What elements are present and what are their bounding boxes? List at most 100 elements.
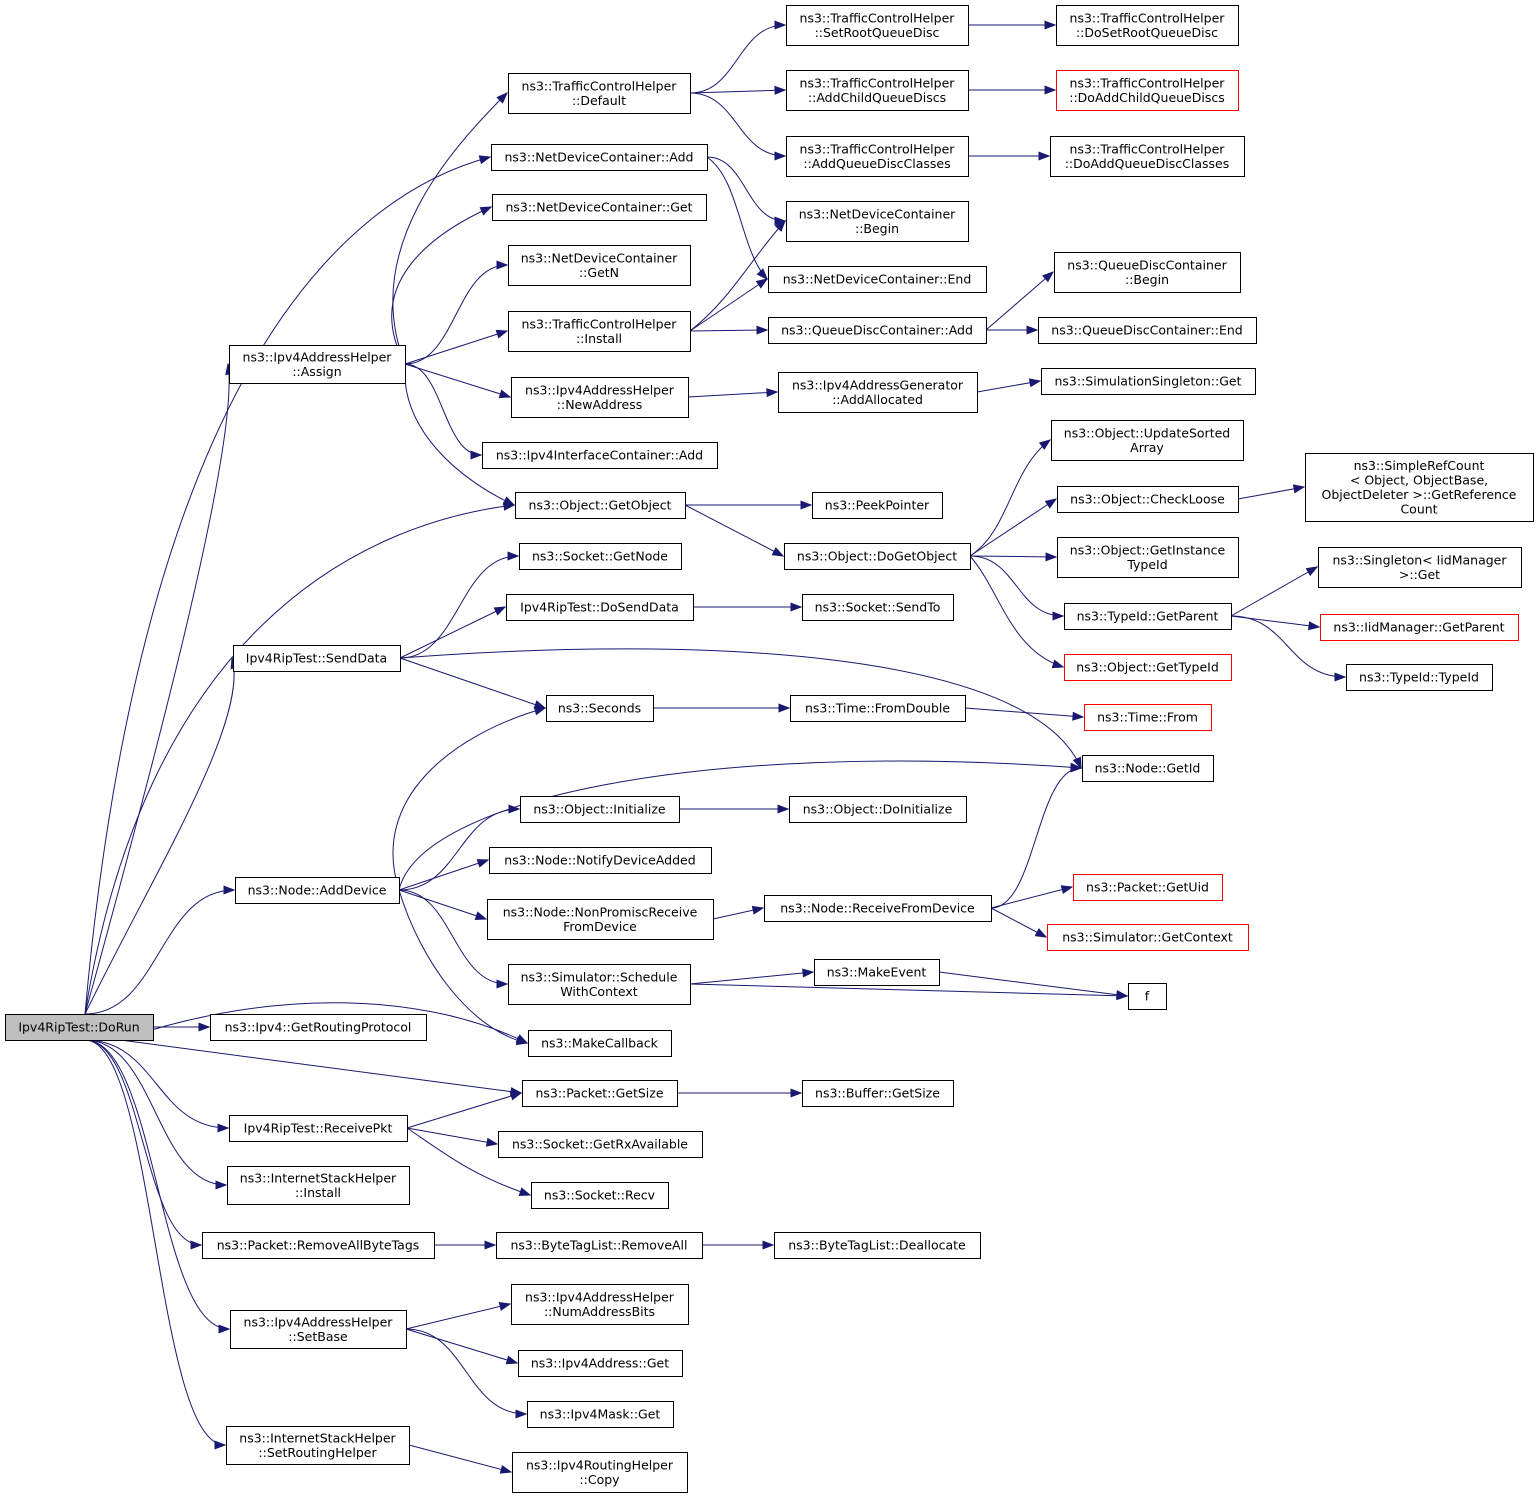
node-time-fromdouble[interactable]: ns3::Time::FromDouble (790, 695, 966, 722)
node-peekpointer[interactable]: ns3::PeekPointer (812, 492, 943, 519)
node-node-getid[interactable]: ns3::Node::GetId (1082, 755, 1214, 782)
node-typeid-typeid[interactable]: ns3::TypeId::TypeId (1346, 664, 1493, 691)
arrowhead (1044, 20, 1057, 30)
edge-tch-install-to-ndc-end (689, 278, 769, 332)
node-tch-install[interactable]: ns3::TrafficControlHelper::Install (508, 311, 691, 352)
node-assign[interactable]: ns3::Ipv4AddressHelper::Assign (229, 345, 406, 384)
node-removeallbytetags[interactable]: ns3::Packet::RemoveAllByteTags (202, 1232, 435, 1259)
node-obj-doinitialize[interactable]: ns3::Object::DoInitialize (789, 796, 967, 823)
node-label: ns3::Node::GetId (1095, 761, 1201, 776)
node-socket-sendto[interactable]: ns3::Socket::SendTo (802, 594, 954, 621)
node-ish-install[interactable]: ns3::InternetStackHelper::Install (227, 1166, 410, 1205)
edge-dogetobject-to-getinstancetypeid (969, 552, 1058, 562)
node-label: FromDevice (563, 919, 637, 934)
arrowhead (756, 268, 768, 281)
node-getreferencecount[interactable]: ns3::SimpleRefCount< Object, ObjectBase,… (1305, 453, 1534, 522)
arrowhead (470, 450, 483, 460)
node-btl-deallocate[interactable]: ns3::ByteTagList::Deallocate (774, 1232, 981, 1259)
node-ipv4mask-get[interactable]: ns3::Ipv4Mask::Get (527, 1401, 674, 1428)
node-tch-default[interactable]: ns3::TrafficControlHelper::Default (508, 73, 691, 114)
node-sim-getcontext[interactable]: ns3::Simulator::GetContext (1047, 924, 1249, 951)
node-label: ns3::Ipv4AddressHelper (243, 349, 393, 364)
node-time-from[interactable]: ns3::Time::From (1084, 704, 1212, 731)
node-getrxavailable[interactable]: ns3::Socket::GetRxAvailable (498, 1131, 703, 1158)
node-addchildqueuediscs[interactable]: ns3::TrafficControlHelper::AddChildQueue… (786, 70, 969, 111)
node-ipv4address-get[interactable]: ns3::Ipv4Address::Get (518, 1350, 683, 1377)
node-label: ObjectDeleter >::GetReference (1321, 487, 1516, 502)
node-packet-getsize[interactable]: ns3::Packet::GetSize (522, 1080, 678, 1107)
node-dorun[interactable]: Ipv4RipTest::DoRun (5, 1014, 154, 1041)
node-iidmanager-getparent[interactable]: ns3::IidManager::GetParent (1320, 614, 1519, 641)
node-box (235, 877, 400, 904)
node-checkloose[interactable]: ns3::Object::CheckLoose (1057, 486, 1239, 513)
node-simsingleton-get[interactable]: ns3::SimulationSingleton::Get (1041, 368, 1256, 395)
node-receivepkt[interactable]: Ipv4RipTest::ReceivePkt (229, 1115, 408, 1142)
node-ndc-get[interactable]: ns3::NetDeviceContainer::Get (492, 194, 707, 221)
arrowhead (1044, 85, 1057, 95)
node-qdc-add[interactable]: ns3::QueueDiscContainer::Add (768, 317, 987, 344)
node-doaddqueuediscclasses[interactable]: ns3::TrafficControlHelper::DoAddQueueDis… (1050, 136, 1245, 177)
node-rh-copy[interactable]: ns3::Ipv4RoutingHelper::Copy (512, 1452, 688, 1493)
node-setrootqueuedisc[interactable]: ns3::TrafficControlHelper::SetRootQueueD… (786, 5, 969, 46)
node-receivefromdevice[interactable]: ns3::Node::ReceiveFromDevice (764, 895, 992, 922)
node-makecallback[interactable]: ns3::MakeCallback (528, 1030, 672, 1057)
edge-receivefromdevice-to-packet-getuid (990, 885, 1074, 909)
node-typeid-getparent[interactable]: ns3::TypeId::GetParent (1064, 603, 1232, 630)
edge-assign-to-ndc-get (391, 206, 493, 365)
node-ndc-begin[interactable]: ns3::NetDeviceContainer::Begin (786, 201, 969, 242)
node-getroutingprotocol[interactable]: ns3::Ipv4::GetRoutingProtocol (210, 1014, 427, 1041)
node-dosetrootqueuedisc[interactable]: ns3::TrafficControlHelper::DoSetRootQueu… (1056, 5, 1239, 46)
node-numaddressbits[interactable]: ns3::Ipv4AddressHelper::NumAddressBits (511, 1284, 689, 1325)
node-dogetobject[interactable]: ns3::Object::DoGetObject (784, 543, 971, 570)
node-qdc-end[interactable]: ns3::QueueDiscContainer::End (1038, 317, 1257, 344)
node-ndc-getn[interactable]: ns3::NetDeviceContainer::GetN (508, 245, 691, 286)
node-label: ns3::TrafficControlHelper (522, 316, 678, 331)
node-notifydeviceadded[interactable]: ns3::Node::NotifyDeviceAdded (489, 847, 712, 874)
node-addqueuediscclasses[interactable]: ns3::TrafficControlHelper::AddQueueDiscC… (786, 136, 969, 177)
node-ndc-add[interactable]: ns3::NetDeviceContainer::Add (491, 144, 708, 171)
node-senddata[interactable]: Ipv4RipTest::SendData (233, 645, 401, 672)
node-makeevent[interactable]: ns3::MakeEvent (814, 959, 940, 986)
node-btl-removeall[interactable]: ns3::ByteTagList::RemoveAll (496, 1232, 703, 1259)
node-label: ns3::Node::AddDevice (248, 883, 387, 898)
node-doaddchildqueuediscs[interactable]: ns3::TrafficControlHelper::DoAddChildQue… (1056, 70, 1239, 111)
node-newaddress[interactable]: ns3::Ipv4AddressHelper::NewAddress (511, 377, 689, 418)
node-label: ::AddAllocated (832, 392, 923, 407)
node-setbase[interactable]: ns3::Ipv4AddressHelper::SetBase (230, 1310, 407, 1349)
node-label: ns3::Socket::Recv (544, 1188, 656, 1203)
node-box (515, 492, 686, 519)
node-label: ::AddChildQueueDiscs (808, 90, 946, 105)
node-socket-getnode[interactable]: ns3::Socket::GetNode (519, 543, 682, 570)
node-box (1057, 537, 1239, 578)
edge-line (84, 1039, 229, 1129)
node-socket-recv[interactable]: ns3::Socket::Recv (531, 1182, 669, 1209)
node-adddevice[interactable]: ns3::Node::AddDevice (235, 877, 400, 904)
node-f[interactable]: f (1128, 983, 1167, 1010)
node-box (511, 377, 689, 418)
node-buffer-getsize[interactable]: ns3::Buffer::GetSize (802, 1080, 954, 1107)
node-packet-getuid[interactable]: ns3::Packet::GetUid (1073, 874, 1223, 901)
node-qdc-begin[interactable]: ns3::QueueDiscContainer::Begin (1054, 252, 1241, 293)
node-ic-add[interactable]: ns3::Ipv4InterfaceContainer::Add (482, 442, 718, 469)
arrowhead (778, 703, 791, 713)
node-setroutinghelper[interactable]: ns3::InternetStackHelper::SetRoutingHelp… (226, 1426, 410, 1465)
node-obj-gettypeid[interactable]: ns3::Object::GetTypeId (1064, 654, 1232, 681)
node-dosenddata[interactable]: Ipv4RipTest::DoSendData (506, 594, 694, 621)
node-ndc-end[interactable]: ns3::NetDeviceContainer::End (768, 266, 987, 293)
node-addallocated[interactable]: ns3::Ipv4AddressGenerator::AddAllocated (778, 372, 978, 413)
node-label: ::Install (576, 331, 622, 346)
edge-line (969, 498, 1057, 557)
node-getobject[interactable]: ns3::Object::GetObject (515, 492, 686, 519)
node-singleton-get[interactable]: ns3::Singleton< IidManager >::Get (1318, 547, 1522, 588)
node-label: ::SetRootQueueDisc (815, 25, 940, 40)
node-obj-initialize[interactable]: ns3::Object::Initialize (520, 796, 680, 823)
node-seconds[interactable]: ns3::Seconds (546, 695, 654, 722)
node-box (778, 372, 978, 413)
edge-dorun-to-senddata (84, 656, 240, 1015)
edge-line (990, 767, 1082, 909)
node-label: ::SetRoutingHelper (258, 1445, 377, 1460)
